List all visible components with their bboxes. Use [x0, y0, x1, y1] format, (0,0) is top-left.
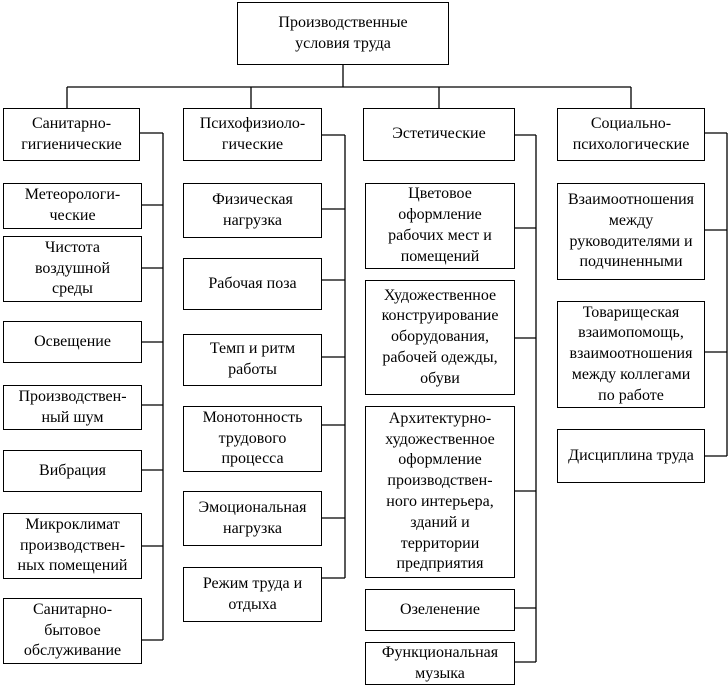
group-title: Психофизиоло- гические: [199, 114, 306, 153]
item-vibration: Вибрация: [3, 450, 142, 492]
item-label: Темп и ритм работы: [209, 340, 296, 378]
item-air-purity: Чистота воздушной среды: [3, 236, 142, 302]
item-label: Цветовое оформление рабочих мест и помещ…: [388, 185, 492, 265]
root-label: Производственные условия труда: [278, 13, 408, 52]
item-work-rest-regime: Режим труда и отдыха: [183, 567, 322, 622]
item-color-design: Цветовое оформление рабочих мест и помещ…: [365, 183, 515, 269]
item-label: Вибрация: [39, 461, 106, 479]
item-physical-load: Физическая нагрузка: [183, 183, 322, 238]
item-architectural-design: Архитектурно- художественное оформление …: [365, 406, 515, 578]
item-label: Озеленение: [400, 600, 480, 618]
item-label: Монотонность трудового процесса: [202, 408, 303, 468]
item-label: Художественное конструирование оборудова…: [381, 286, 499, 387]
item-artistic-design: Художественное конструирование оборудова…: [365, 280, 515, 395]
group-socio-psychological: Социально- психологические: [557, 108, 705, 161]
item-label: Дисциплина труда: [568, 446, 694, 464]
item-label: Микроклимат производствен- ных помещений: [17, 515, 128, 575]
item-landscaping: Озеленение: [365, 589, 515, 631]
group-aesthetic: Эстетические: [363, 108, 515, 161]
group-sanitary-hygienic: Санитарно- гигиенические: [3, 108, 140, 161]
item-label: Производствен- ный шум: [18, 387, 127, 426]
item-label: Режим труда и отдыха: [202, 574, 303, 613]
group-title: Санитарно- гигиенические: [21, 114, 122, 153]
item-industrial-noise: Производствен- ный шум: [3, 385, 142, 430]
item-meteorological: Метеорологи- ческие: [3, 183, 142, 229]
item-microclimate: Микроклимат производствен- ных помещений: [3, 513, 142, 579]
item-label: Освещение: [34, 332, 111, 350]
item-label: Физическая нагрузка: [212, 190, 293, 229]
item-working-posture: Рабочая поза: [183, 258, 322, 310]
item-label: Эмоциональная нагрузка: [198, 498, 307, 537]
group-psychophysiological: Психофизиоло- гические: [183, 108, 322, 161]
group-title: Социально- психологические: [572, 114, 690, 153]
item-label: Функциональная музыка: [381, 643, 499, 682]
item-label: Взаимоотношения между руководителями и п…: [567, 190, 695, 271]
item-pace-rhythm: Темп и ритм работы: [183, 334, 322, 386]
item-label: Архитектурно- художественное оформление …: [385, 409, 495, 573]
item-mutual-assistance: Товарищеская взаимопомощь, взаимоотношен…: [557, 301, 705, 408]
item-monotony: Монотонность трудового процесса: [183, 406, 322, 472]
item-lighting: Освещение: [3, 321, 142, 363]
item-work-discipline: Дисциплина труда: [557, 429, 705, 483]
group-title: Эстетические: [392, 125, 486, 143]
item-functional-music: Функциональная музыка: [365, 642, 515, 685]
root-node: Производственные условия труда: [237, 2, 449, 65]
item-label: Чистота воздушной среды: [34, 238, 111, 298]
item-label: Товарищеская взаимопомощь, взаимоотношен…: [569, 303, 693, 404]
item-sanitary-services: Санитарно- бытовое обслуживание: [3, 598, 142, 664]
item-label: Метеорологи- ческие: [24, 186, 121, 224]
item-label: Рабочая поза: [208, 274, 297, 292]
item-emotional-load: Эмоциональная нагрузка: [183, 491, 322, 546]
item-manager-relations: Взаимоотношения между руководителями и п…: [557, 183, 705, 280]
item-label: Санитарно- бытовое обслуживание: [23, 600, 122, 660]
